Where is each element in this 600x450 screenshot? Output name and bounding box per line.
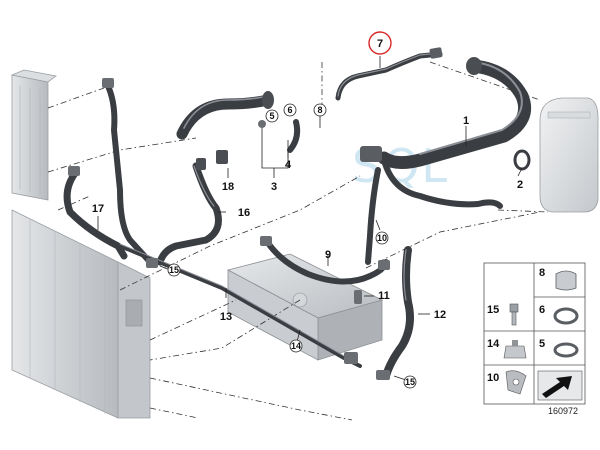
legend-cell-14: 14 <box>487 338 527 359</box>
svg-text:14: 14 <box>487 338 500 350</box>
diagram-id: 160972 <box>548 406 578 416</box>
hose-16 <box>156 162 222 266</box>
radiator-lower <box>11 209 151 419</box>
callout-7: 7 <box>377 38 383 50</box>
hose-upper-left <box>176 91 274 140</box>
callout-7-highlight-ring <box>368 31 392 55</box>
legend-cell-6: 6 <box>539 304 579 325</box>
hose-17 <box>63 168 128 260</box>
callout-4: 4 <box>285 159 292 171</box>
callout-11: 11 <box>378 290 390 302</box>
callout-5: 5 <box>269 111 274 121</box>
callout-2: 2 <box>517 179 523 191</box>
hose-12 <box>382 246 414 380</box>
hose-1 <box>377 57 532 209</box>
callout-9: 9 <box>325 249 331 261</box>
clamp-2 <box>513 149 531 171</box>
callout-numbers: 7 1 2 3 4 5 6 8 9 10 11 12 13 14 15 15 1… <box>92 31 523 389</box>
legend-cell-10: 10 <box>487 370 527 395</box>
parts-legend: 8 15 6 14 5 10 <box>483 262 586 405</box>
svg-text:10: 10 <box>487 372 499 384</box>
callout-17: 17 <box>92 203 104 215</box>
callout-15-a: 15 <box>169 265 179 275</box>
svg-text:15: 15 <box>487 304 499 316</box>
fittings <box>68 78 390 380</box>
callout-18: 18 <box>222 181 234 193</box>
hose-left-vertical <box>105 83 153 265</box>
callout-6: 6 <box>287 105 292 115</box>
hose-7 <box>335 47 443 101</box>
radiator-upper <box>10 69 57 201</box>
callout-13: 13 <box>220 311 232 323</box>
legend-arrow-icon <box>537 370 583 401</box>
callout-3: 3 <box>271 181 277 193</box>
callout-16: 16 <box>238 207 250 219</box>
legend-cell-5: 5 <box>539 338 579 358</box>
callout-14: 14 <box>291 341 301 351</box>
callout-10: 10 <box>377 233 387 243</box>
expansion-tank <box>539 97 599 213</box>
svg-text:5: 5 <box>539 338 545 350</box>
legend-cell-15: 15 <box>487 303 519 326</box>
thermostat-housing <box>226 253 384 361</box>
callout-15-b: 15 <box>405 377 415 387</box>
svg-text:8: 8 <box>539 267 545 279</box>
hose-4 <box>287 119 301 153</box>
callout-8: 8 <box>317 105 322 115</box>
callout-12: 12 <box>434 309 446 321</box>
hose-10 <box>365 167 381 265</box>
svg-text:6: 6 <box>539 304 545 316</box>
legend-cell-8: 8 <box>539 267 577 291</box>
callout-1: 1 <box>463 115 469 127</box>
